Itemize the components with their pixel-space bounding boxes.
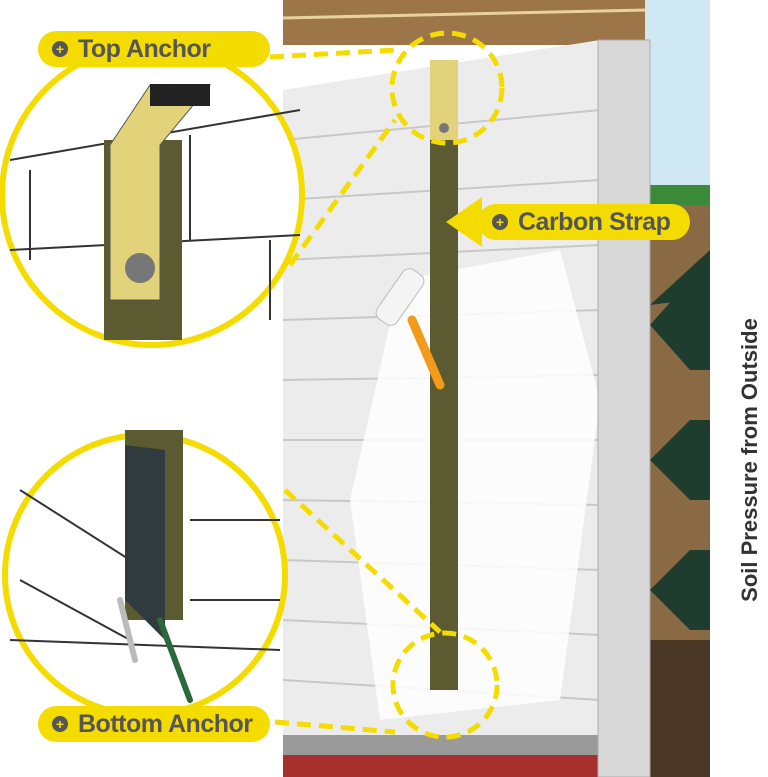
carbon-strap-label: Carbon Strap (518, 207, 671, 236)
soil-pressure-label: Soil Pressure from Outside (737, 318, 762, 602)
top-anchor-label: Top Anchor (78, 34, 211, 63)
bottom-anchor-highlight (390, 630, 500, 740)
paint-roller (375, 268, 445, 390)
bottom-anchor-detail (2, 430, 288, 718)
arrow-left-icon (446, 197, 482, 247)
bottom-anchor-callout[interactable]: + Bottom Anchor (38, 706, 270, 742)
carbon-strap-callout[interactable]: + Carbon Strap (478, 204, 690, 240)
sky (645, 0, 710, 190)
bottom-anchor-label: Bottom Anchor (78, 709, 253, 738)
top-anchor-highlight (389, 30, 505, 146)
plus-icon: + (492, 214, 508, 230)
plus-icon: + (52, 716, 68, 732)
soil-pressure-arrows (650, 250, 710, 630)
wall-edge (597, 39, 651, 777)
plus-icon: + (52, 41, 68, 57)
top-anchor-detail (0, 42, 305, 348)
top-anchor-callout[interactable]: + Top Anchor (38, 31, 270, 67)
